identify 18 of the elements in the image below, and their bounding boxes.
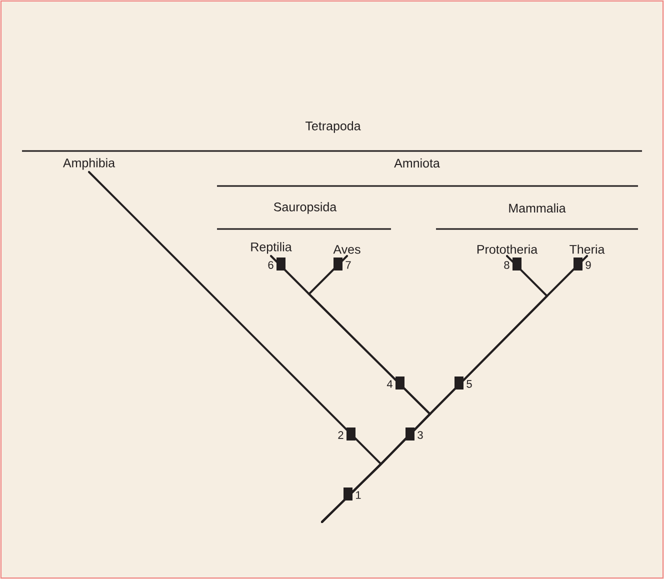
clade-label: Tetrapoda (305, 121, 361, 133)
callout-number: 4 (386, 380, 392, 388)
taxon-label: Amphibia (62, 158, 116, 170)
taxon-label: Reptilia (251, 242, 292, 254)
callout-number: 2 (338, 431, 344, 439)
taxon-label: Aves (333, 245, 360, 254)
callout-number: 8 (504, 261, 510, 269)
clade-label: Sauropsida (274, 202, 337, 214)
callout-number: 5 (466, 380, 472, 388)
callout-number: 9 (586, 261, 591, 269)
clade-label: Amniota (394, 158, 440, 168)
callout-number: 1 (356, 491, 361, 499)
callout-number: 3 (418, 431, 423, 439)
clade-label: Mammalia (509, 203, 566, 213)
taxon-label: Theria (570, 244, 605, 254)
callout-number: 7 (346, 261, 351, 269)
callout-number: 6 (268, 261, 274, 269)
taxon-label: Prototheria (477, 244, 538, 254)
